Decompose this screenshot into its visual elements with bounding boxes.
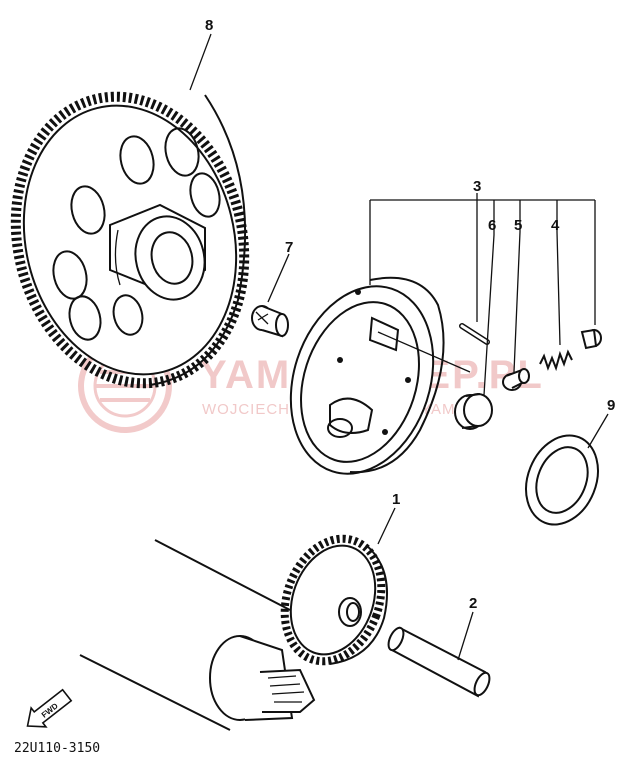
part-8-starter-wheel-gear[interactable] [0, 72, 274, 408]
fwd-arrow-icon: FWD [26, 688, 73, 728]
part-2-shaft[interactable] [385, 626, 492, 698]
label-part-1: 1 [392, 491, 400, 508]
part-6-pin[interactable] [459, 323, 490, 345]
label-part-9: 9 [607, 397, 615, 414]
gear-hub [109, 203, 206, 301]
crankshaft [79, 539, 316, 731]
label-part-5: 5 [514, 217, 522, 234]
part-4-spring[interactable] [539, 328, 602, 372]
leader-lines [189, 33, 609, 661]
label-part-8: 8 [205, 17, 213, 34]
part-5-plunger[interactable] [502, 368, 530, 391]
label-part-7: 7 [285, 239, 293, 256]
part-7-bolt[interactable] [251, 305, 289, 338]
gear-holes [52, 127, 221, 341]
part-1-starter-driven-gear[interactable] [268, 525, 398, 675]
label-part-2: 2 [469, 595, 477, 612]
part-6-roller[interactable] [454, 393, 493, 430]
part-labels: 8 7 3 6 5 4 9 1 2 [205, 17, 615, 612]
part-3-starter-clutch-assembly[interactable] [268, 268, 471, 493]
drawing-code: 22U110-3150 [14, 741, 100, 756]
part-9-washer[interactable] [513, 425, 611, 536]
label-part-4: 4 [551, 217, 560, 234]
label-part-6: 6 [488, 217, 496, 234]
label-part-3: 3 [473, 178, 481, 195]
